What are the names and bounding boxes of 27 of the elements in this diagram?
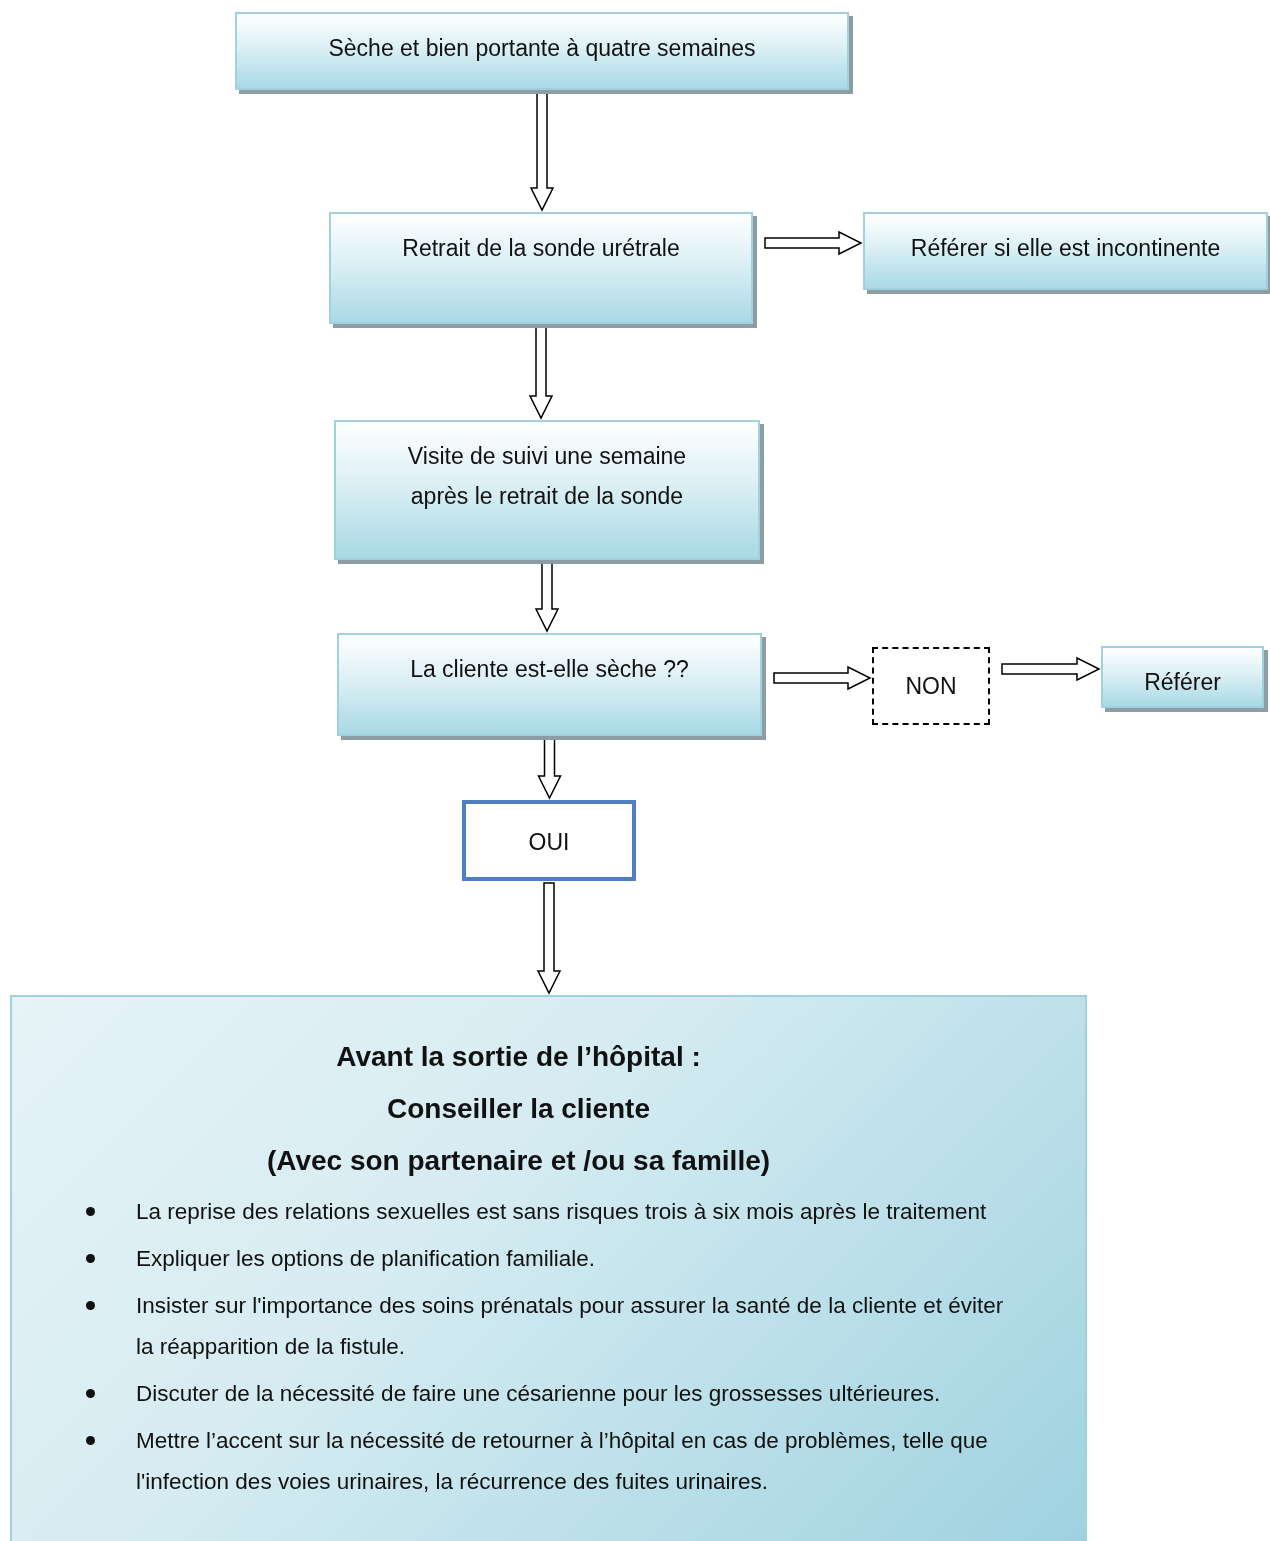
box-text: Retrait de la sonde urétrale bbox=[401, 234, 681, 263]
arrow bbox=[536, 882, 562, 995]
answer-box bbox=[462, 800, 636, 881]
arrow bbox=[1001, 656, 1101, 682]
bullet-text: Discuter de la nécessité de faire une césarienne pour les grossesses ultérieures. bbox=[136, 1380, 941, 1406]
box-text: Référer si elle est incontinente bbox=[909, 234, 1222, 263]
box-text: OUI bbox=[527, 828, 571, 857]
panel-heading: (Avec son partenaire et /ou sa famille) bbox=[265, 1143, 772, 1178]
bullet-text: Expliquer les options de planification familiale. bbox=[136, 1245, 595, 1271]
arrow bbox=[764, 230, 863, 256]
box-text: Visite de suivi une semaine après le retrait de la sonde bbox=[406, 442, 688, 512]
bullet-text: Mettre l’accent sur la nécessité de retourner à l’hôpital en cas de problèmes, telle que l'infection des voies urinaires, la récurrence des fuites urinaires. bbox=[136, 1427, 988, 1494]
box-text: La cliente est-elle sèche ?? bbox=[409, 655, 690, 684]
bullet-text: La reprise des relations sexuelles est sans risques trois à six mois après le traitement bbox=[136, 1198, 987, 1224]
arrow bbox=[528, 325, 554, 420]
arrow bbox=[534, 561, 560, 633]
box-text: Sèche et bien portante à quatre semaines bbox=[327, 34, 757, 63]
box-text: NON bbox=[904, 671, 958, 701]
counselling-panel bbox=[10, 995, 1087, 1541]
panel-heading: Avant la sortie de l’hôpital : bbox=[335, 1039, 702, 1074]
arrow bbox=[537, 737, 562, 800]
arrow bbox=[529, 91, 555, 212]
bullet-text: Insister sur l'importance des soins prénatals pour assurer la santé de la cliente et éviter la réapparition de la fistule. bbox=[136, 1292, 1004, 1359]
decision-box bbox=[872, 647, 990, 725]
box-text: Référer bbox=[1143, 668, 1222, 697]
panel-heading: Conseiller la cliente bbox=[386, 1091, 651, 1126]
arrow bbox=[773, 665, 872, 691]
